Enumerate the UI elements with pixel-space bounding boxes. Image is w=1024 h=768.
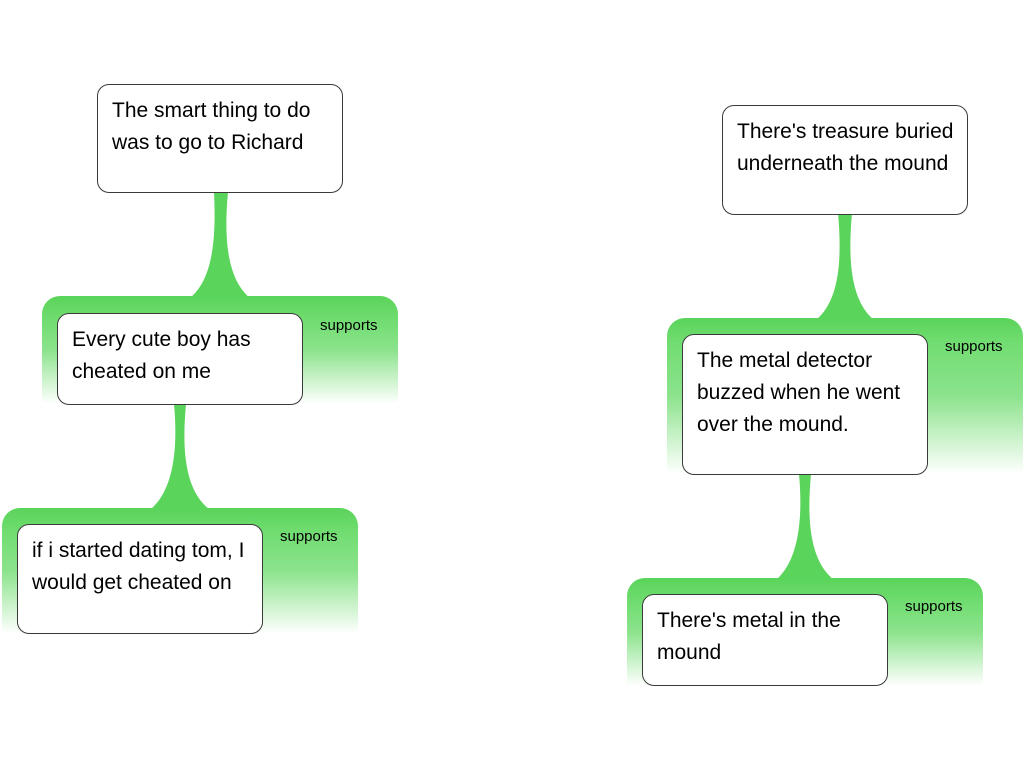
claim-node[interactable]: There's treasure buried underneath the m… [722, 105, 968, 215]
support-relation-label: supports [945, 338, 1003, 355]
connector-stem [190, 192, 250, 298]
connector-stem [776, 474, 834, 580]
connector-stem [150, 404, 210, 510]
support-relation-label: supports [905, 598, 963, 615]
support-relation-label: supports [320, 317, 378, 334]
sub-premise-node[interactable]: There's metal in the mound [642, 594, 888, 686]
claim-node[interactable]: The smart thing to do was to go to Richa… [97, 84, 343, 193]
premise-node[interactable]: The metal detector buzzed when he went o… [682, 334, 928, 475]
sub-premise-node[interactable]: if i started dating tom, I would get che… [17, 524, 263, 634]
connector-stem [816, 213, 874, 320]
support-relation-label: supports [280, 528, 338, 545]
premise-node[interactable]: Every cute boy has cheated on me [57, 313, 303, 405]
